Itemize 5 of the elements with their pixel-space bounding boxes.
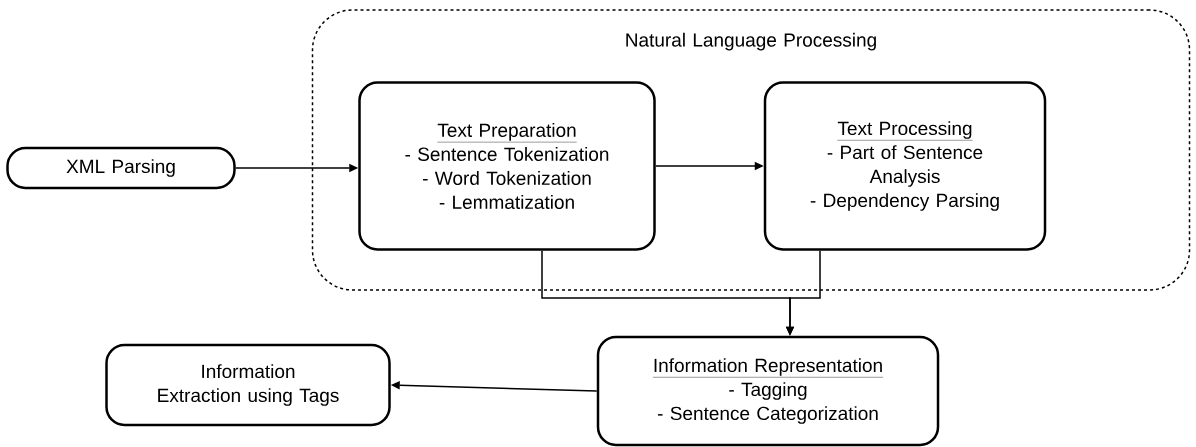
process-box: Text Processing - Part of Sentence Analysis - Dependency Parsing [763,81,1047,251]
process-box: Text Preparation - Sentence Tokenization - Word Tokenization - Lemmatization [358,81,656,251]
process-box: Information Extraction using Tags [105,343,391,427]
process-box: XML Parsing [6,146,236,190]
process-box: Information Representation - Tagging - Sentence Categorization [596,335,940,447]
